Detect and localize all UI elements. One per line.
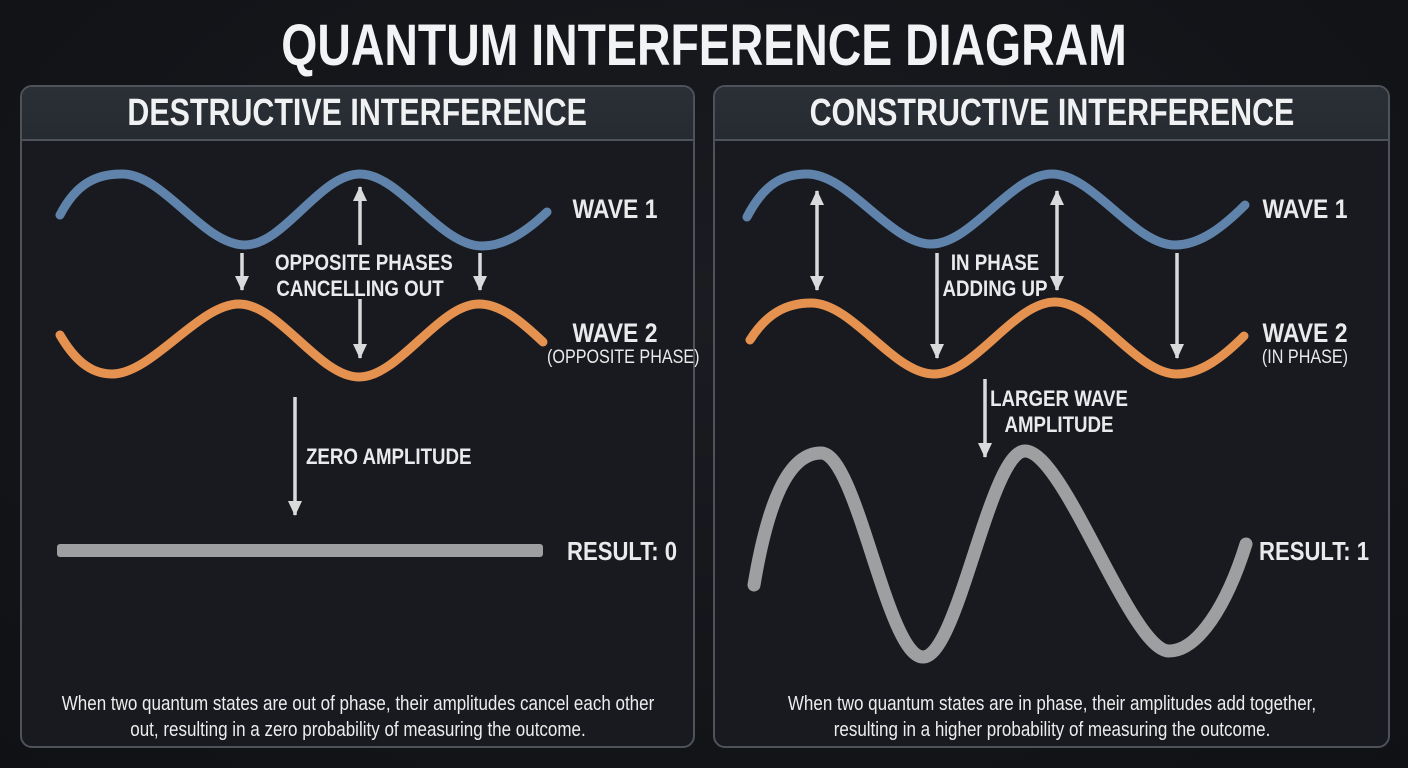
constructive-panel-header: CONSTRUCTIVE INTERFERENCE	[715, 87, 1388, 141]
phase-note-line1: OPPOSITE PHASES	[275, 250, 453, 275]
larger-amplitude-note-line2: AMPLITUDE	[1004, 412, 1114, 437]
phase-note: IN PHASE ADDING UP	[919, 250, 1072, 302]
wave1-label: WAVE 1	[572, 194, 658, 224]
wave2-label-group: WAVE 2 (IN PHASE)	[1237, 319, 1373, 369]
phase-note-line1: IN PHASE	[950, 250, 1040, 275]
result-label: RESULT: 0	[567, 536, 678, 566]
result-flat-line	[57, 544, 543, 557]
wave1-label: WAVE 1	[1262, 194, 1348, 224]
wave2-curve	[745, 297, 1249, 379]
destructive-diagram	[55, 169, 552, 557]
larger-amplitude-note: LARGER WAVE AMPLITUDE	[983, 386, 1136, 438]
wave2-sublabel: (OPPOSITE PHASE)	[547, 347, 700, 368]
wave2-curve	[55, 299, 548, 382]
constructive-caption: When two quantum states are in phase, th…	[787, 693, 1316, 741]
zero-amplitude-note: ZERO AMPLITUDE	[306, 444, 472, 469]
phase-note-line2: CANCELLING OUT	[276, 276, 444, 301]
destructive-panel-header: DESTRUCTIVE INTERFERENCE	[22, 87, 693, 141]
wave1-curve	[55, 169, 552, 251]
wave2-label-group: WAVE 2 (OPPOSITE PHASE)	[547, 318, 700, 369]
phase-note-line2: ADDING UP	[942, 276, 1048, 301]
page-title: QUANTUM INTERFERENCE DIAGRAM	[281, 13, 1127, 78]
larger-amplitude-note-line1: LARGER WAVE	[990, 386, 1128, 411]
phase-note: OPPOSITE PHASES CANCELLING OUT	[275, 250, 453, 302]
wave2-sublabel: (IN PHASE)	[1261, 347, 1349, 368]
result-label: RESULT: 1	[1259, 536, 1370, 566]
wave1-curve	[742, 169, 1250, 250]
constructive-panel-title: CONSTRUCTIVE INTERFERENCE	[809, 92, 1294, 134]
constructive-panel: CONSTRUCTIVE INTERFERENCE WAVE 1 WAVE 2	[713, 85, 1390, 748]
destructive-panel-title: DESTRUCTIVE INTERFERENCE	[127, 92, 588, 134]
destructive-panel: DESTRUCTIVE INTERFERENCE WAVE 1 WAVE 2	[20, 85, 700, 748]
destructive-caption: When two quantum states are out of phase…	[61, 693, 654, 741]
result-wave-curve	[747, 444, 1253, 664]
wave2-label: WAVE 2	[1262, 318, 1348, 348]
wave2-label: WAVE 2	[572, 318, 658, 348]
